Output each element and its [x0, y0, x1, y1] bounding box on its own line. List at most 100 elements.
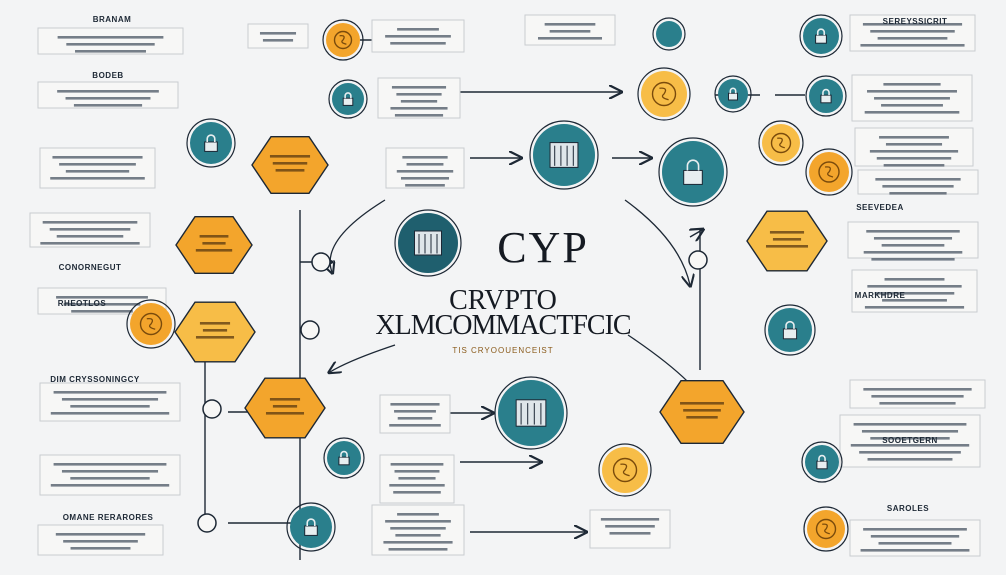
note-box: [851, 269, 978, 313]
text-line: [867, 458, 953, 461]
text-line: [391, 86, 447, 89]
coin-glyph: [777, 137, 785, 149]
note-box: [247, 23, 309, 49]
text-line: [765, 245, 809, 248]
text-line: [883, 164, 945, 167]
lock-icon: [342, 97, 354, 106]
junction-node: [197, 513, 217, 533]
note-box: [39, 382, 181, 422]
coin-icon: [612, 457, 638, 483]
text-line: [393, 491, 441, 494]
text-line: [683, 409, 721, 412]
text-line: [875, 178, 961, 181]
text-line: [195, 336, 235, 339]
text-line: [878, 542, 952, 545]
text-line: [866, 230, 960, 233]
text-line: [389, 424, 441, 427]
text-line: [269, 155, 311, 158]
text-line: [397, 417, 433, 420]
text-line: [680, 402, 724, 405]
text-line: [71, 310, 133, 313]
text-line: [871, 258, 955, 261]
text-line: [876, 157, 952, 160]
teal-node-ring: [186, 118, 236, 168]
note-box: [857, 169, 979, 195]
text-line: [862, 23, 963, 26]
title-line-1: CYP: [497, 223, 589, 272]
text-line: [881, 244, 945, 247]
teal-node-ring: [323, 437, 365, 479]
text-line: [390, 527, 446, 530]
text-line: [882, 299, 947, 302]
coin-node-ring: [598, 443, 652, 497]
text-line: [53, 463, 167, 466]
note-box: [379, 394, 451, 434]
text-line: [870, 30, 955, 33]
text-line: [195, 249, 233, 252]
text-line: [259, 32, 297, 35]
text-line: [867, 90, 957, 93]
lock-icon: [816, 460, 828, 470]
teal-node-ring: [658, 137, 728, 207]
text-line: [853, 423, 967, 426]
right-label-3: SOOETGERN: [882, 436, 938, 445]
text-line: [394, 410, 436, 413]
text-line: [397, 28, 439, 31]
lock-icon: [815, 34, 827, 44]
text-line: [199, 235, 229, 238]
lock-shackle: [344, 92, 352, 99]
lock-shackle: [818, 454, 826, 462]
note-box: [39, 454, 181, 496]
coin-node-ring: [126, 299, 176, 349]
title-caption: TIS CRYOOUENCEIST: [452, 346, 554, 355]
lock-icon: [683, 169, 703, 185]
text-line: [59, 163, 136, 166]
lock-shackle: [340, 450, 348, 458]
lock-icon: [820, 94, 832, 104]
text-line: [269, 398, 301, 401]
text-line: [863, 251, 963, 254]
text-line: [70, 547, 131, 550]
text-line: [75, 50, 146, 53]
text-line: [199, 322, 231, 325]
text-line: [396, 93, 442, 96]
note-box: [37, 81, 179, 109]
left-label-5: OMANE RERARORES: [63, 513, 154, 522]
orange-hex-node: [746, 210, 828, 272]
coin-node-ring: [758, 120, 804, 166]
teal-node-ring: [714, 75, 752, 113]
right-label-1: SEEVEDEA: [856, 203, 904, 212]
text-line: [50, 177, 145, 180]
text-line: [50, 484, 170, 487]
text-line: [400, 100, 438, 103]
lock-icon: [204, 141, 218, 152]
text-line: [265, 412, 305, 415]
text-line: [879, 136, 949, 139]
text-line: [65, 97, 151, 100]
text-line: [50, 412, 170, 415]
note-box: [37, 27, 184, 55]
building-node-ring: [494, 376, 568, 450]
coin-icon: [333, 30, 353, 50]
text-line: [889, 192, 947, 195]
text-line: [70, 405, 150, 408]
note-box: [377, 77, 461, 119]
lock-icon: [304, 525, 318, 536]
text-line: [65, 170, 130, 173]
text-line: [873, 237, 953, 240]
junction-node: [300, 320, 320, 340]
text-line: [70, 477, 150, 480]
lock-icon: [728, 92, 738, 101]
coin-glyph: [620, 463, 630, 477]
coin-glyph: [146, 317, 156, 330]
text-line: [385, 35, 451, 38]
text-line: [874, 292, 955, 295]
text-line: [202, 242, 226, 245]
small-teal-node-ring: [652, 17, 686, 51]
text-line: [406, 163, 444, 166]
text-line: [600, 518, 660, 521]
text-line: [390, 403, 440, 406]
lock-shackle: [785, 320, 795, 329]
